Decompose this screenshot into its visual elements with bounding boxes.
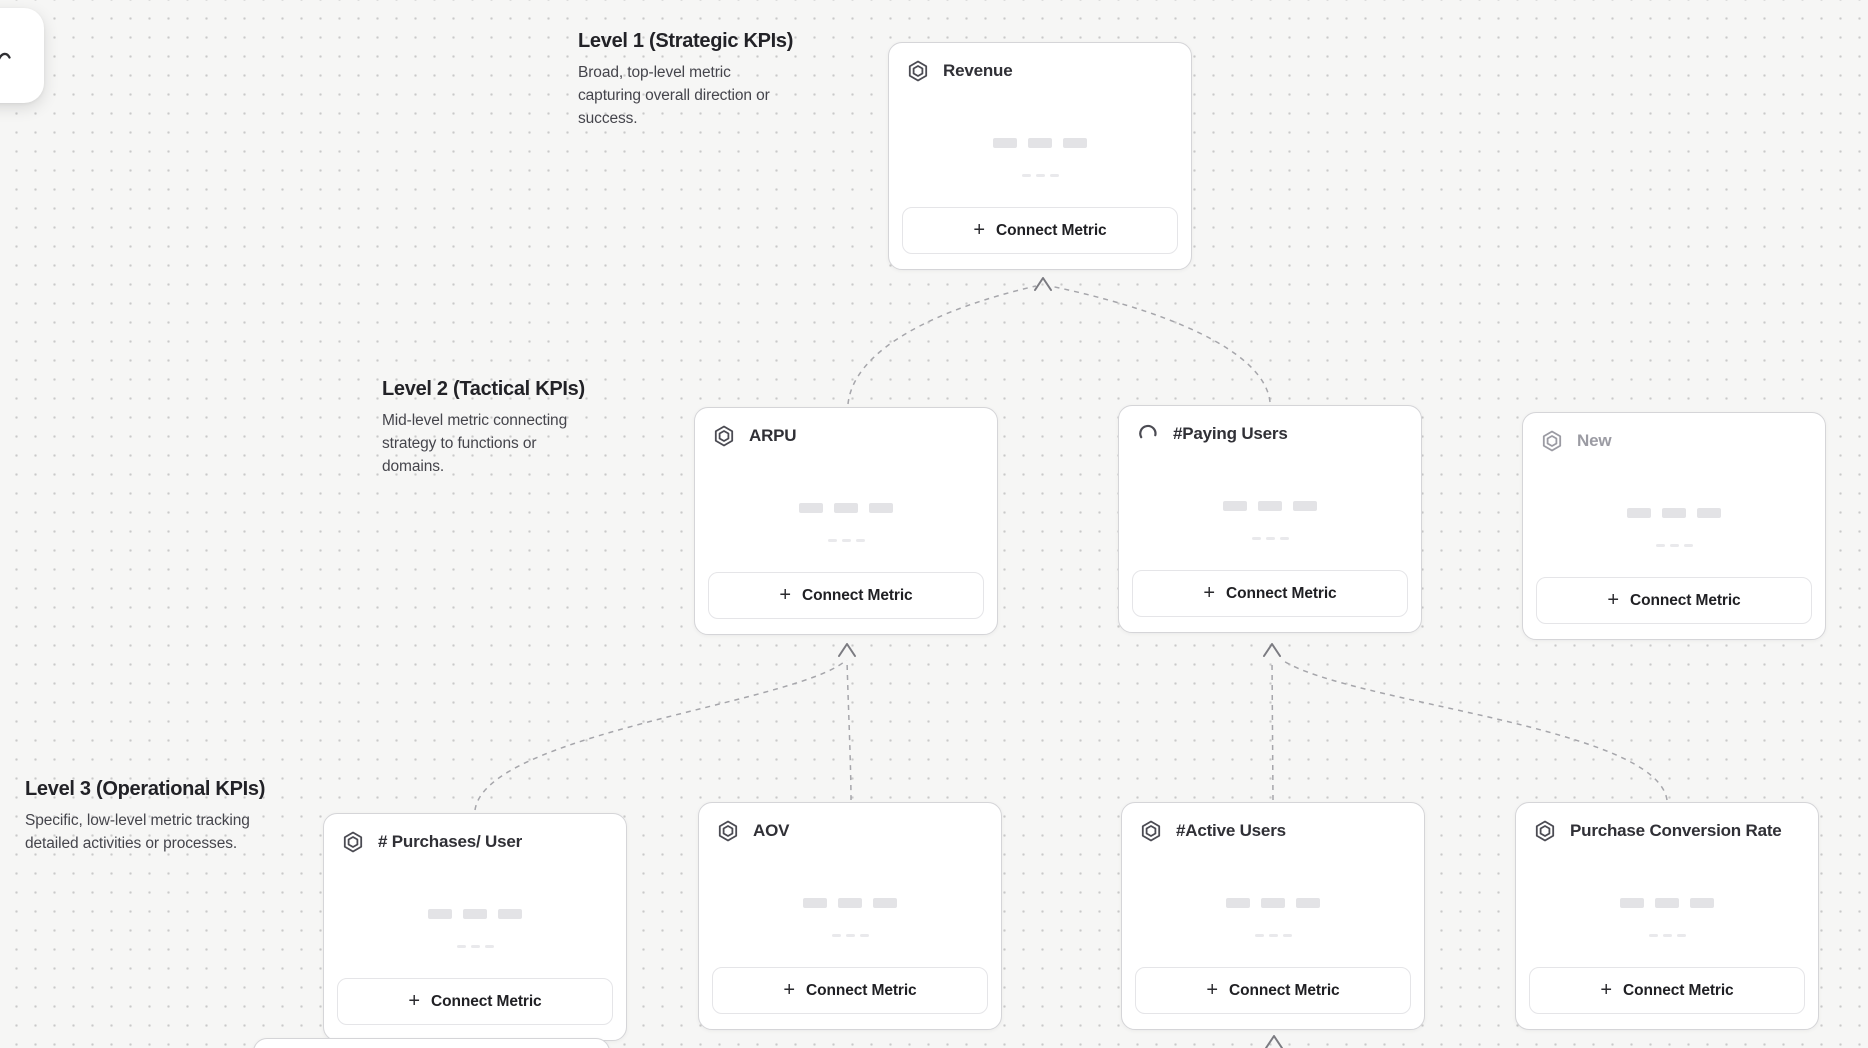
metric-card-arpu[interactable]: ARPU + Connect Metric [694, 407, 998, 635]
card-header: New [1540, 429, 1612, 453]
connect-metric-label: Connect Metric [802, 586, 913, 604]
metric-trend-placeholder [695, 539, 997, 542]
card-title: #Active Users [1176, 821, 1286, 840]
hexagon-icon [712, 424, 736, 448]
level-1-label: Level 1 (Strategic KPIs) Broad, top-leve… [578, 30, 794, 130]
card-title: Purchase Conversion Rate [1570, 821, 1782, 840]
level-2-description: Mid-level metric connecting strategy to … [382, 412, 568, 475]
arrowhead-payingusers [1263, 643, 1281, 657]
connect-metric-label: Connect Metric [1229, 981, 1340, 999]
connect-metric-label: Connect Metric [996, 221, 1107, 239]
connect-metric-button[interactable]: + Connect Metric [1529, 967, 1805, 1014]
plus-icon: + [1203, 581, 1216, 604]
level-1-title: Level 1 (Strategic KPIs) [578, 30, 794, 52]
connect-metric-label: Connect Metric [1226, 584, 1337, 602]
plus-icon: + [1206, 978, 1219, 1001]
card-title: #Paying Users [1173, 424, 1288, 443]
metric-trend-placeholder [324, 945, 626, 948]
card-header: AOV [716, 819, 789, 843]
connect-metric-button[interactable]: + Connect Metric [712, 967, 988, 1014]
card-title: # Purchases/ User [378, 832, 523, 851]
metric-card-active-users[interactable]: #Active Users + Connect Metric [1121, 802, 1425, 1030]
connect-metric-button[interactable]: + Connect Metric [1132, 570, 1408, 617]
metric-value-placeholder [699, 898, 1001, 908]
connect-metric-button[interactable]: + Connect Metric [1536, 577, 1812, 624]
plus-icon: + [1600, 978, 1613, 1001]
connect-metric-label: Connect Metric [806, 981, 917, 999]
metric-trend-placeholder [889, 174, 1191, 177]
cursor-icon [0, 52, 11, 60]
level-3-title: Level 3 (Operational KPIs) [25, 778, 266, 800]
hexagon-icon [1533, 819, 1557, 843]
metric-trend-placeholder [1516, 934, 1818, 937]
card-title: New [1577, 431, 1612, 450]
hexagon-icon [906, 59, 930, 83]
level-1-description: Broad, top-level metric capturing overal… [578, 64, 770, 127]
card-header: Purchase Conversion Rate [1533, 819, 1782, 843]
connector-activeusers-payingusers [1271, 659, 1274, 801]
metric-value-placeholder [889, 138, 1191, 148]
connector-aov-arpu [846, 659, 852, 801]
metric-card-paying-users[interactable]: #Paying Users + Connect Metric [1118, 405, 1422, 633]
metric-value-placeholder [1122, 898, 1424, 908]
connect-metric-button[interactable]: + Connect Metric [902, 207, 1178, 254]
arrowhead-activeusers-bottom [1265, 1035, 1283, 1048]
metric-card-revenue[interactable]: Revenue + Connect Metric [888, 42, 1192, 270]
card-header: # Purchases/ User [341, 830, 522, 854]
metric-card-partial-bottom[interactable] [253, 1038, 610, 1048]
metric-card-purchase-conversion-rate[interactable]: Purchase Conversion Rate + Connect Metri… [1515, 802, 1819, 1030]
plus-icon: + [783, 978, 796, 1001]
connector-pcr-payingusers [1281, 659, 1668, 801]
card-title: AOV [753, 821, 790, 840]
connect-metric-label: Connect Metric [1630, 591, 1741, 609]
card-header: #Paying Users [1136, 422, 1288, 446]
hexagon-icon [1540, 429, 1564, 453]
metric-card-purchases-per-user[interactable]: # Purchases/ User + Connect Metric [323, 813, 627, 1041]
metric-value-placeholder [324, 909, 626, 919]
level-2-title: Level 2 (Tactical KPIs) [382, 378, 585, 400]
hexagon-icon [341, 830, 365, 854]
connector-arpu-revenue [847, 285, 1037, 405]
connect-metric-button[interactable]: + Connect Metric [337, 978, 613, 1025]
floating-toolbar-partial[interactable] [0, 8, 44, 103]
metric-value-placeholder [1516, 898, 1818, 908]
arrowhead-arpu [838, 643, 856, 657]
connect-metric-button[interactable]: + Connect Metric [1135, 967, 1411, 1014]
level-3-description: Specific, low-level metric tracking deta… [25, 812, 250, 852]
hexagon-icon [716, 819, 740, 843]
plus-icon: + [1607, 588, 1620, 611]
card-header: #Active Users [1139, 819, 1286, 843]
connector-purchases-arpu [474, 661, 845, 811]
connector-payingusers-revenue [1049, 285, 1271, 403]
plus-icon: + [779, 583, 792, 606]
metric-trend-placeholder [1523, 544, 1825, 547]
metric-trend-placeholder [1122, 934, 1424, 937]
connect-metric-label: Connect Metric [431, 992, 542, 1010]
spinner-icon [1136, 422, 1160, 446]
metric-value-placeholder [1523, 508, 1825, 518]
level-2-label: Level 2 (Tactical KPIs) Mid-level metric… [382, 378, 592, 478]
card-header: ARPU [712, 424, 797, 448]
card-title: ARPU [749, 426, 797, 445]
connect-metric-label: Connect Metric [1623, 981, 1734, 999]
metric-value-placeholder [1119, 501, 1421, 511]
level-3-label: Level 3 (Operational KPIs) Specific, low… [25, 778, 269, 855]
metric-card-new[interactable]: New + Connect Metric [1522, 412, 1826, 640]
card-title: Revenue [943, 61, 1013, 80]
plus-icon: + [973, 218, 986, 241]
metric-trend-placeholder [1119, 537, 1421, 540]
plus-icon: + [408, 989, 421, 1012]
card-header: Revenue [906, 59, 1013, 83]
metric-trend-placeholder [699, 934, 1001, 937]
hexagon-icon [1139, 819, 1163, 843]
arrowhead-revenue [1034, 277, 1052, 291]
metric-card-aov[interactable]: AOV + Connect Metric [698, 802, 1002, 1030]
connect-metric-button[interactable]: + Connect Metric [708, 572, 984, 619]
metric-value-placeholder [695, 503, 997, 513]
